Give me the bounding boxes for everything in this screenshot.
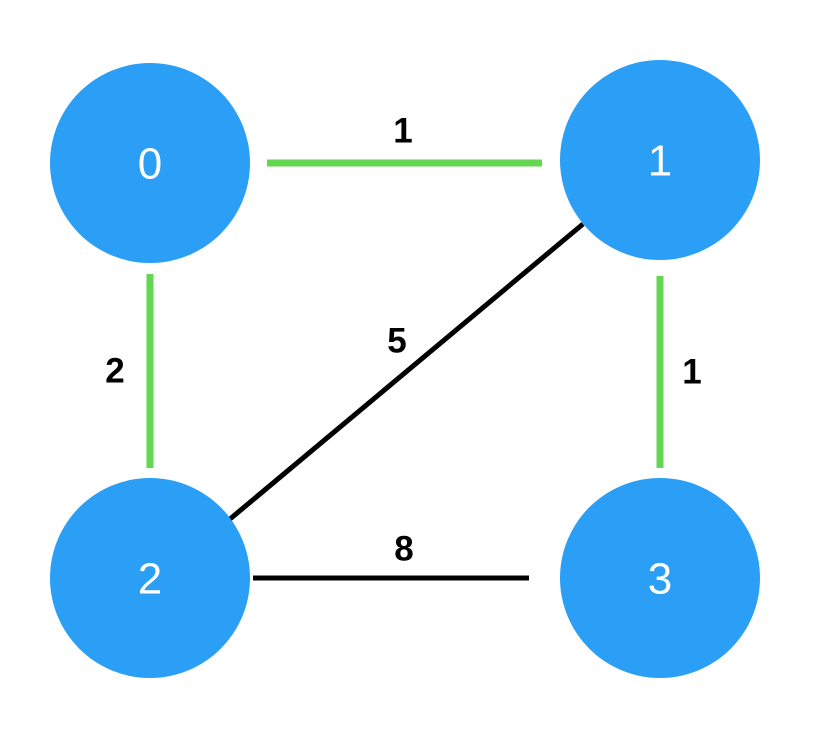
- edge-weight-label-1-2: 5: [387, 322, 406, 361]
- edge-weight-label-0-2: 2: [105, 352, 124, 391]
- edge-weight-label-0-1: 1: [393, 112, 412, 151]
- node-circle-2[interactable]: [50, 478, 250, 678]
- edge-weight-label-1-3: 1: [682, 353, 701, 392]
- node-label-3: 3: [648, 555, 672, 604]
- edge-labels-layer: 1 2 1 5 8: [105, 112, 701, 569]
- node-label-1: 1: [648, 137, 672, 186]
- graph-node-3[interactable]: 3: [560, 478, 760, 678]
- graph-node-0[interactable]: 0: [50, 63, 250, 263]
- graph-node-1[interactable]: 1: [560, 60, 760, 260]
- graph-edge-1-2[interactable]: [228, 222, 585, 521]
- nodes-layer: 0 1 2 3: [50, 60, 760, 678]
- node-label-2: 2: [138, 555, 162, 604]
- edge-weight-label-2-3: 8: [394, 530, 413, 569]
- node-circle-1[interactable]: [560, 60, 760, 260]
- edges-layer: [146, 159, 664, 581]
- node-circle-3[interactable]: [560, 478, 760, 678]
- node-circle-0[interactable]: [50, 63, 250, 263]
- graph-node-2[interactable]: 2: [50, 478, 250, 678]
- node-label-0: 0: [138, 140, 162, 189]
